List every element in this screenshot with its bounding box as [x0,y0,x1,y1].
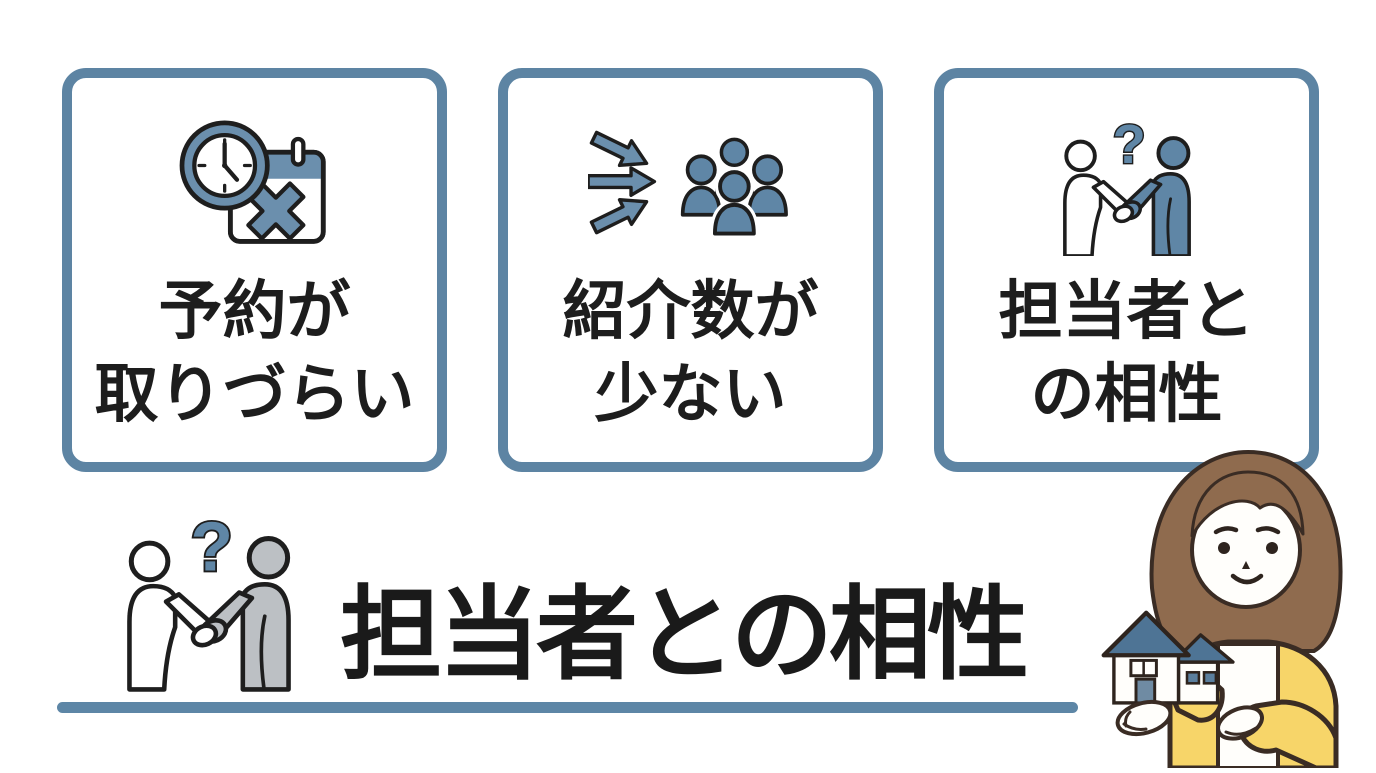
card-label-line2: 取りづらい [94,358,415,431]
card-label: 紹介数が 少ない [563,270,819,436]
card-label-line1: 担当者と [998,275,1255,347]
clock-calendar-x-icon [179,108,331,260]
card-agent-compatibility: ? 担当者と の相性 [934,68,1319,472]
card-label: 担当者と の相性 [999,270,1255,436]
underline-divider [57,702,1078,713]
card-reservation: 予約が 取りづらい [62,68,447,472]
handshake-question-icon: ? [1052,108,1202,260]
handshake-question-icon: ? [113,503,305,693]
card-label-line1: 予約が [158,275,351,347]
card-referrals: 紹介数が 少ない [498,68,883,472]
arrows-to-people-icon [588,108,793,260]
highlight-title: 担当者との相性 [340,578,1029,692]
house-model-icon [1101,610,1235,705]
card-label-line2: 少ない [594,358,787,431]
svg-text:?: ? [1112,114,1145,175]
card-label-line2: の相性 [1030,358,1223,431]
card-label-line1: 紹介数が [562,275,819,347]
card-label: 予約が 取りづらい [95,270,415,436]
svg-text:?: ? [191,508,233,586]
woman-holding-house-model-icon [1090,438,1376,771]
